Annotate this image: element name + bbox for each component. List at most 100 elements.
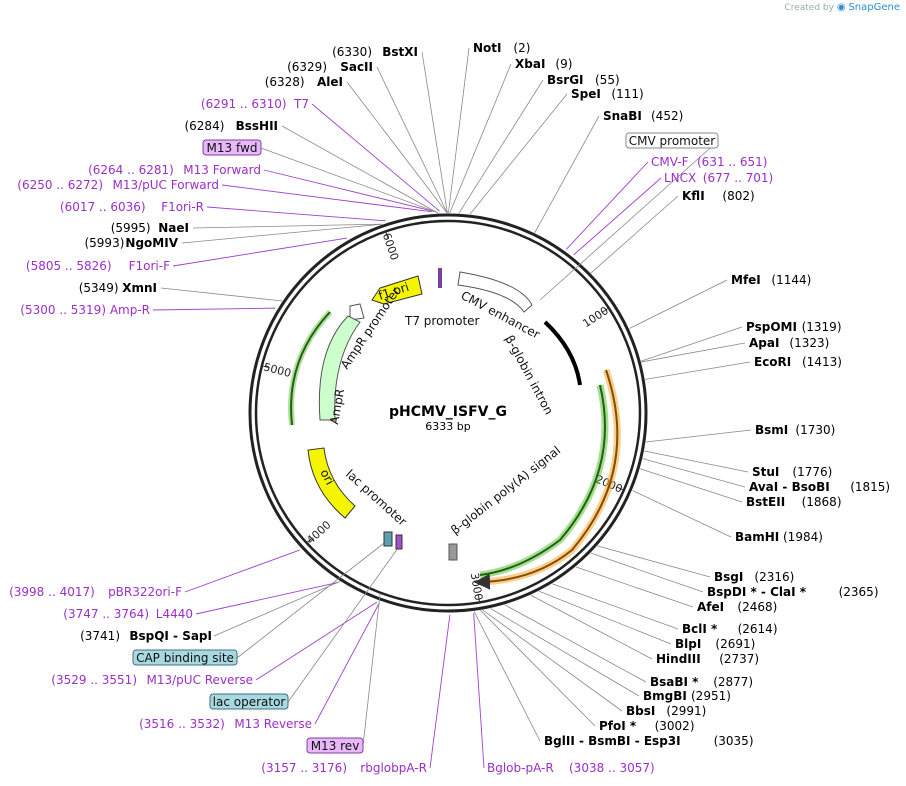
backbone-inner	[254, 219, 642, 607]
leader-line	[376, 66, 448, 214]
leader-line	[429, 614, 451, 769]
m13-fwd-box-label: M13 fwd	[207, 141, 258, 155]
site-position: (6284)	[184, 119, 224, 133]
leader-line	[213, 581, 341, 637]
primer-name: M13/pUC Reverse	[147, 673, 254, 687]
site-name: BspQI - SapI	[129, 629, 212, 643]
leader-line	[160, 287, 283, 302]
ring-tick-label: 5000	[262, 360, 292, 379]
primer-range: (6291 .. 6310)	[201, 97, 287, 111]
ring-tick-label: 1000	[580, 304, 611, 330]
leader-line	[645, 429, 752, 443]
primer-name: LNCX	[664, 171, 696, 185]
leader-line	[449, 63, 512, 214]
site-name: BsgI	[714, 570, 743, 584]
leader-line	[287, 547, 399, 703]
leader-line	[590, 552, 704, 593]
m13-rev-box	[306, 737, 364, 754]
f1-ori-arrow	[371, 275, 423, 305]
leader-line	[421, 51, 448, 214]
site-position: (6328)	[265, 75, 305, 89]
ring-tick	[306, 537, 313, 544]
primer-name: M13/pUC Forward	[112, 178, 219, 192]
ring-tick-label: 4000	[304, 518, 333, 547]
polya-marker	[448, 543, 458, 561]
primer-range: (5300 .. 5319)	[20, 303, 106, 317]
site-name: NgoMIV	[125, 236, 178, 250]
snapgene-logo-icon: ◉	[836, 2, 846, 13]
site-position: (1776)	[792, 465, 832, 479]
leader-line	[641, 326, 743, 362]
plasmid-length: 6333 bp	[425, 420, 470, 433]
site-position: (3741)	[80, 629, 120, 643]
site-name: BbsI	[626, 704, 655, 718]
site-name: BsmI	[755, 423, 788, 437]
leader-line	[195, 581, 339, 615]
m13-rev-box-label: M13 rev	[311, 739, 360, 753]
leader-line	[539, 140, 719, 301]
leader-line	[530, 594, 653, 660]
site-name: AvaI - BsoBI	[749, 480, 830, 494]
site-name: XbaI	[515, 57, 545, 71]
primer-name: Amp-R	[110, 303, 150, 317]
site-name: BglII - BsmBI - Esp3I	[544, 734, 681, 748]
leader-line	[629, 279, 728, 329]
label-ori: ori	[317, 467, 337, 487]
site-position: (5349)	[79, 281, 119, 295]
site-name: HindIII	[656, 652, 701, 666]
leader-line	[644, 450, 749, 473]
primer-name: CMV-F	[651, 155, 689, 169]
primer-name: F1ori-F	[129, 259, 170, 273]
site-name: KflI	[682, 189, 705, 203]
leader-line	[504, 604, 647, 683]
site-position: (9)	[555, 57, 572, 71]
site-position: (802)	[722, 189, 754, 203]
leader-line	[597, 545, 711, 578]
leader-line	[172, 237, 348, 267]
site-position: (1413)	[802, 355, 842, 369]
lac-operator-box-label: lac operator	[213, 695, 286, 709]
leader-line	[206, 206, 386, 222]
site-position: (1144)	[771, 273, 811, 287]
site-name: StuI	[752, 465, 779, 479]
primer-range: (6250 .. 6272)	[17, 178, 103, 192]
ring-tick	[261, 365, 270, 369]
leader-line	[552, 583, 679, 630]
primer-range: (6264 .. 6281)	[88, 163, 174, 177]
orf-orange-line	[474, 369, 619, 590]
cap-binding-site-box	[132, 649, 238, 666]
ring-tick	[477, 594, 481, 603]
site-position: (452)	[651, 109, 683, 123]
leader-line	[641, 342, 746, 363]
primer-range: (631 .. 651)	[697, 155, 767, 169]
primer-range: (677 .. 701)	[703, 171, 773, 185]
leader-line	[152, 307, 276, 311]
site-position: (1984)	[783, 530, 823, 544]
left-green-line	[290, 311, 331, 426]
ring-tick	[601, 307, 610, 313]
t7-marker	[438, 268, 442, 288]
site-position: (2691)	[715, 637, 755, 651]
primer-range: (6017 .. 6036)	[60, 200, 146, 214]
ring-tick	[616, 486, 625, 491]
primer-range: (5805 .. 5826)	[26, 259, 112, 273]
site-position: (2991)	[666, 704, 706, 718]
leader-line	[192, 223, 383, 229]
cap-binding-site-box-label: CAP binding site	[136, 651, 234, 665]
leader-line	[469, 93, 568, 215]
leader-line	[642, 458, 746, 488]
leader-line	[575, 566, 694, 608]
site-position: (1815)	[850, 480, 890, 494]
site-name: XmnI	[122, 281, 157, 295]
site-name: NaeI	[158, 221, 189, 235]
site-name: BamHI	[735, 530, 779, 544]
snapgene-brand: Created by ◉ SnapGene	[784, 2, 900, 13]
site-name: BssHII	[236, 119, 278, 133]
ring-tick	[385, 231, 389, 240]
primer-name: pBR322ori-F	[108, 585, 182, 599]
site-name: EcoRI	[754, 355, 791, 369]
primer-range: (3038 .. 3057)	[569, 761, 655, 775]
leader-line	[645, 361, 751, 380]
lac-marker	[395, 534, 403, 550]
leader-line	[346, 81, 448, 214]
